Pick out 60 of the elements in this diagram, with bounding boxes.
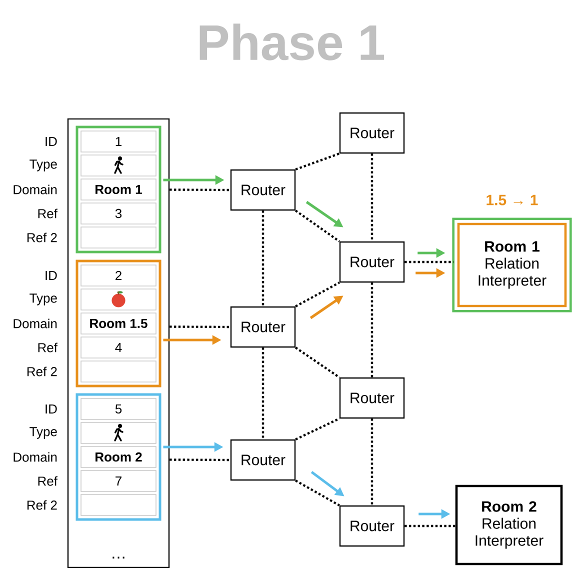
table-cell: Room 1 [80, 178, 156, 200]
table-cell [80, 494, 156, 516]
table-cell: 3 [80, 202, 156, 224]
title: Phase 1 [200, 24, 384, 60]
node-label: 1.5 → 1 [486, 194, 538, 206]
table-cell: 4 [80, 336, 156, 358]
row-label: Ref [38, 208, 58, 218]
table-cell: 1 [80, 130, 156, 152]
row-label: Type [30, 427, 57, 439]
table-cell [80, 360, 156, 382]
table-cell: 2 [80, 264, 156, 286]
router-box: Router [339, 112, 405, 154]
row-label: Domain [14, 184, 57, 194]
record-frame [76, 126, 162, 254]
row-label: Ref 2 [27, 232, 57, 242]
table-cell: Room 2 [80, 446, 156, 468]
row-label: Ref [38, 342, 58, 352]
row-label: Ref [38, 476, 58, 486]
row-label: ID [46, 137, 57, 146]
record-frame [76, 260, 162, 388]
table-cell [80, 226, 156, 248]
dotted-connector [370, 418, 374, 506]
dotted-connector [262, 348, 264, 440]
row-label: Domain [14, 452, 57, 462]
router-box: Router [339, 241, 405, 283]
dotted-connector [295, 480, 340, 506]
dotted-connector [170, 458, 230, 462]
dotted-connector [370, 282, 374, 378]
router-box: Router [230, 439, 296, 481]
row-label: Ref 2 [27, 500, 57, 510]
row-label: Type [30, 160, 57, 172]
dotted-connector [170, 326, 230, 328]
dotted-connector [262, 210, 264, 306]
dotted-connector [404, 260, 454, 264]
dotted-connector [294, 346, 340, 378]
table-cell: 5 [80, 398, 156, 420]
dotted-connector [170, 188, 230, 192]
row-label: ID [46, 271, 57, 280]
table-cell: 7 [80, 470, 156, 492]
table-cell [80, 154, 156, 176]
record-frame [76, 393, 162, 521]
table-cell [80, 422, 156, 444]
dotted-connector [404, 524, 456, 528]
dotted-connector [370, 154, 374, 242]
dotted-connector [294, 210, 340, 242]
dotted-connector [295, 152, 340, 170]
router-box: Router [339, 505, 405, 547]
row-label: ID [46, 404, 57, 414]
interpreter-box: Room 1 Relation Interpreter 1.5 → 1 [452, 194, 572, 312]
router-box: Router [339, 377, 405, 419]
interpreter-box: Room 2 Relation Interpreter [455, 484, 563, 566]
dotted-connector [295, 282, 340, 308]
dotted-connector [295, 418, 340, 440]
table-cell: Room 1.5 [80, 312, 156, 334]
row-label: Domain [14, 318, 57, 328]
table-cell [80, 288, 156, 310]
row-label: Ref 2 [27, 366, 57, 376]
router-box: Router [230, 306, 296, 348]
row-label: Type [30, 294, 57, 306]
router-box: Router [230, 169, 296, 211]
